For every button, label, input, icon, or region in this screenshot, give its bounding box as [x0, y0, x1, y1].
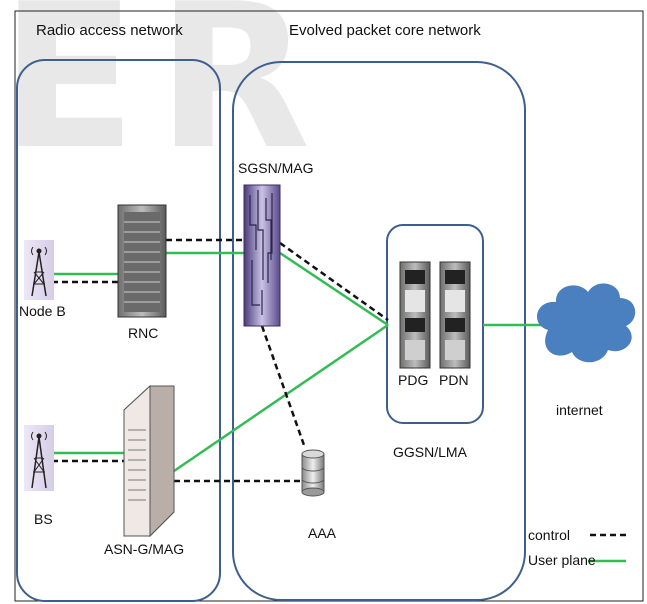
pdg-server-icon: [399, 261, 431, 369]
pdn-server-icon: [439, 261, 471, 369]
control-sgsn-ggsn: [279, 241, 389, 322]
asn-g-mag-server-icon: [123, 384, 175, 538]
ggsn-lma-label: GGSN/LMA: [393, 444, 467, 460]
aaa-label: AAA: [308, 525, 337, 541]
rnc-label: RNC: [128, 325, 159, 341]
user-plane-sgsn-ggsn: [279, 251, 389, 327]
pdg-label: PDG: [398, 372, 429, 388]
evolved-packet-core-title: Evolved packet core network: [289, 22, 481, 39]
node-b-label: Node B: [19, 303, 66, 319]
internet-cloud-icon: [536, 283, 636, 363]
user-plane-links: [52, 251, 546, 473]
watermark: ER: [0, 0, 331, 165]
bs-label: BS: [34, 511, 53, 527]
radio-access-network-title: Radio access network: [36, 22, 183, 39]
radio-access-network-region: [16, 59, 221, 602]
sgsn-mag-label: SGSN/MAG: [238, 160, 314, 176]
legend-user-plane-label: User plane: [528, 552, 596, 568]
evolved-packet-core-region: [232, 61, 526, 601]
control-links: [52, 238, 389, 483]
asn-g-mag-label: ASN-G/MAG: [104, 541, 185, 557]
node-b-tower-icon: [24, 240, 54, 300]
internet-label: internet: [556, 402, 603, 418]
bs-tower-icon: [24, 425, 54, 491]
control-sgsn-aaa: [260, 325, 307, 449]
pdn-label: PDN: [439, 372, 469, 388]
sgsn-mag-server-icon: [243, 184, 281, 327]
legend-control-label: control: [528, 527, 571, 543]
aaa-database-icon: [301, 449, 325, 497]
user-plane-asng-ggsn: [173, 323, 389, 473]
rnc-server-icon: [117, 204, 167, 318]
